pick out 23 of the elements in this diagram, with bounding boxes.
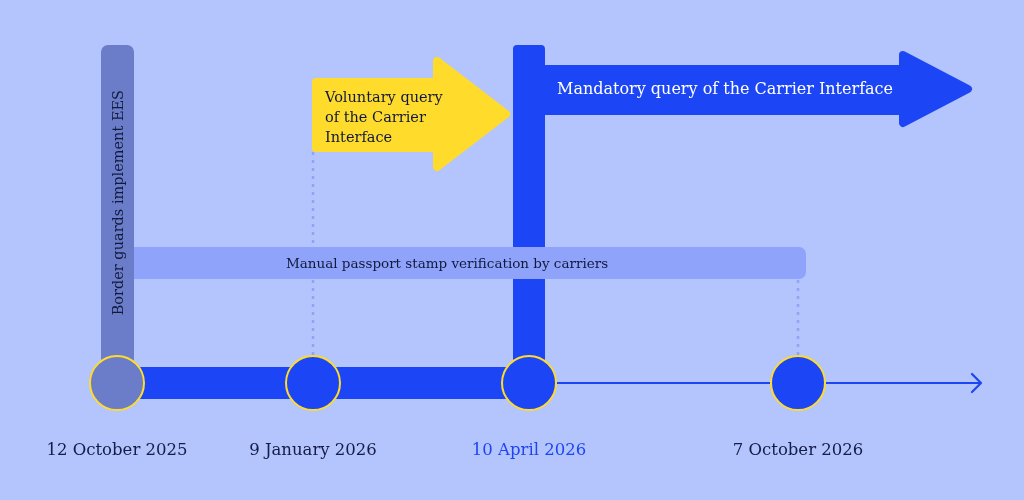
phase-banner [513,45,973,247]
milestone-circle [89,355,145,411]
banner-label: Voluntary query of the Carrier Interface [325,88,444,147]
arrow [825,372,983,394]
milestone-circle [501,355,557,411]
date-label: 12 October 2025 [46,439,188,461]
bar-label: Border guards implement EES [108,89,127,315]
milestone-circle [770,355,826,411]
date-label: 9 January 2026 [249,439,377,461]
phase-bar [134,247,806,279]
leader-line [796,279,800,355]
milestone-circle [285,355,341,411]
banner-label: Mandatory query of the Carrier Interface [557,79,894,99]
leader-line [311,152,315,355]
date-label: 10 April 2026 [471,439,587,461]
timeline-bar [140,367,290,399]
timeline-bar [513,279,545,360]
timeline-bar [336,367,506,399]
phase-bar [101,45,134,361]
connector-line [556,382,771,384]
phase-banner [312,57,510,171]
date-label: 7 October 2026 [732,439,864,461]
bar-label: Manual passport stamp verification by carriers [285,254,609,273]
